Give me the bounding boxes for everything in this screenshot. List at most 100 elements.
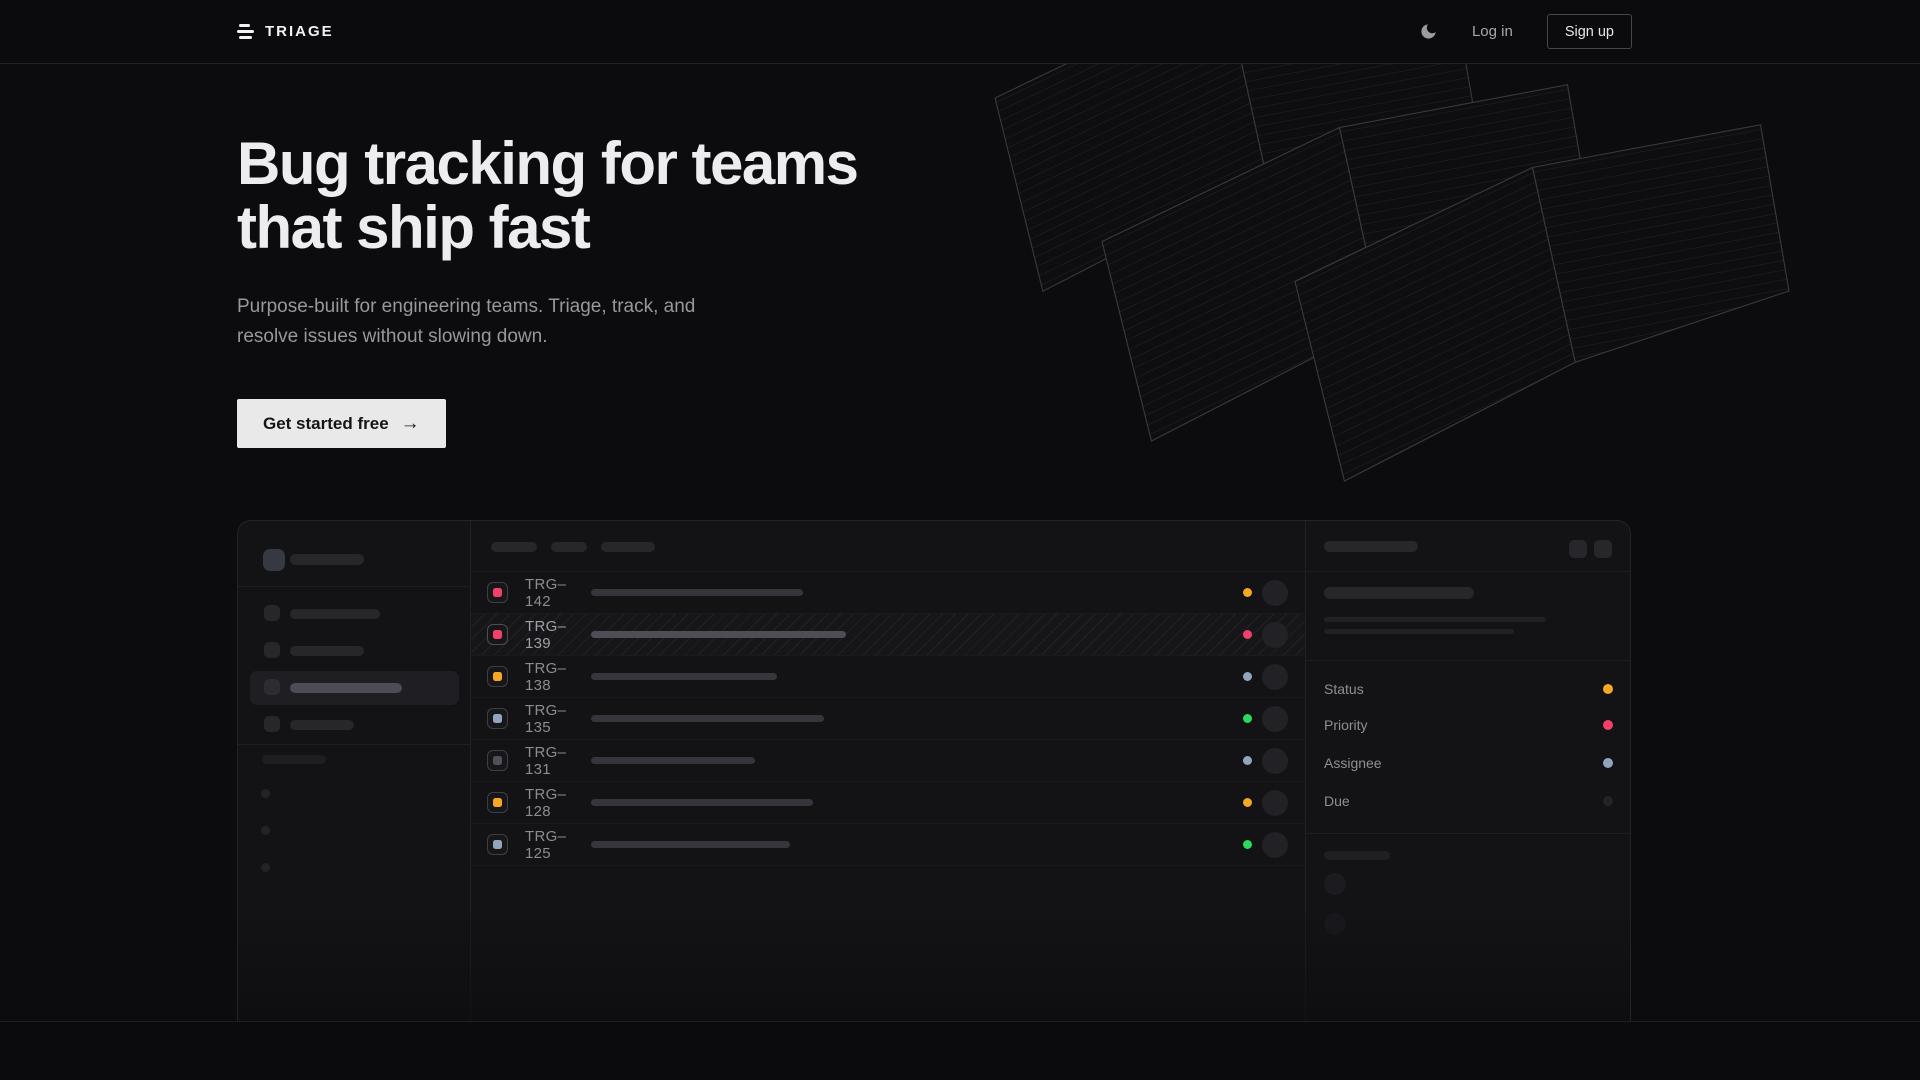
hero-subtitle: Purpose-built for engineering teams. Tri…: [237, 296, 696, 347]
priority-icon: [487, 708, 508, 729]
issue-row: TRG–131: [471, 740, 1305, 782]
field-value-dot: [1603, 796, 1613, 806]
status-dot: [1243, 714, 1252, 723]
list-bullet: [261, 826, 270, 835]
status-dot: [1243, 588, 1252, 597]
issue-row: TRG–125: [471, 824, 1305, 866]
status-dot: [1243, 756, 1252, 765]
issue-title-skeleton: [591, 757, 755, 764]
field-value-dot: [1603, 684, 1613, 694]
priority-icon: [487, 582, 508, 603]
panel-field-row: Priority: [1306, 715, 1630, 735]
footer-band: [0, 1023, 1920, 1080]
sidebar-nav-item: [238, 595, 471, 632]
field-value-dot: [1603, 720, 1613, 730]
theme-toggle-button[interactable]: [1419, 22, 1438, 41]
divider: [238, 744, 470, 745]
issue-id: TRG–135: [525, 701, 567, 736]
assignee-avatar: [1262, 663, 1288, 690]
nav-actions: Log in Sign up: [1419, 14, 1632, 49]
list-bullet: [261, 789, 270, 798]
issue-list-header: [471, 521, 1305, 572]
signup-button[interactable]: Sign up: [1546, 14, 1632, 49]
hero-title: Bug tracking for teams that ship fast: [237, 130, 859, 261]
login-link[interactable]: Log in: [1471, 23, 1513, 40]
issue-row: TRG–142: [471, 572, 1305, 614]
assignee-avatar: [1262, 747, 1288, 774]
issue-title-skeleton: [591, 841, 790, 848]
issue-row: TRG–138: [471, 656, 1305, 698]
nav-item-icon: [264, 642, 280, 658]
status-dot: [1243, 840, 1252, 849]
issue-id: TRG–131: [525, 743, 567, 778]
issue-id: TRG–125: [525, 827, 567, 862]
priority-icon: [487, 666, 508, 687]
issue-title-skeleton: [591, 589, 803, 596]
issue-id: TRG–139: [525, 617, 567, 652]
issue-id: TRG–128: [525, 785, 567, 820]
issue-row: TRG–128: [471, 782, 1305, 824]
description-line-skeleton: [1324, 617, 1546, 622]
sidebar-nav-item: [238, 706, 471, 743]
priority-icon: [487, 624, 508, 645]
comment-avatar: [1324, 913, 1346, 935]
nav-item-icon: [264, 679, 280, 695]
assignee-avatar: [1262, 621, 1288, 648]
workspace-name-skeleton: [290, 554, 364, 565]
priority-icon: [487, 792, 508, 813]
assignee-avatar: [1262, 579, 1288, 606]
issue-id: TRG–142: [525, 575, 567, 610]
panel-field-row: Due: [1306, 791, 1630, 811]
issue-id: TRG–138: [525, 659, 567, 694]
list-bullet: [261, 863, 270, 872]
panel-action-icon: [1569, 540, 1587, 558]
status-dot: [1243, 630, 1252, 639]
assignee-avatar: [1262, 831, 1288, 858]
comment-avatar: [1324, 873, 1346, 895]
top-nav: TRIAGE Log in Sign up: [0, 0, 1920, 64]
issue-row: TRG–139: [471, 614, 1305, 656]
priority-icon: [487, 750, 508, 771]
nav-item-icon: [264, 716, 280, 732]
issue-title-skeleton: [591, 631, 846, 638]
panel-header: [1306, 521, 1630, 572]
tab-skeleton: [491, 542, 537, 552]
panel-field-row: Assignee: [1306, 753, 1630, 773]
panel-title-skeleton: [1324, 541, 1418, 552]
brand-name: TRIAGE: [265, 23, 334, 40]
divider: [238, 586, 470, 587]
brand: TRIAGE: [237, 23, 334, 40]
priority-icon: [487, 834, 508, 855]
field-label: Status: [1324, 681, 1364, 697]
field-label: Assignee: [1324, 755, 1382, 771]
panel-action-icon: [1594, 540, 1612, 558]
get-started-label: Get started free: [263, 413, 389, 433]
issue-title-skeleton: [1324, 587, 1474, 599]
description-line-skeleton: [1324, 629, 1514, 634]
issue-row: TRG–135: [471, 698, 1305, 740]
mockup-sidebar: [238, 521, 471, 1021]
field-label: Due: [1324, 793, 1350, 809]
assignee-avatar: [1262, 789, 1288, 816]
arrow-right-icon: →: [400, 412, 420, 434]
workspace-avatar: [263, 549, 285, 571]
sidebar-nav-item-selected: [238, 669, 471, 706]
hero-title-line2: that ship fast: [237, 194, 591, 261]
section-label-skeleton: [262, 755, 326, 764]
triage-logo-icon: [237, 24, 254, 39]
hero-title-line1: Bug tracking for teams: [237, 130, 859, 197]
field-value-dot: [1603, 758, 1613, 768]
hero-section: Bug tracking for teams that ship fast Pu…: [0, 64, 1920, 1022]
tab-skeleton: [551, 542, 587, 552]
tab-skeleton: [601, 542, 655, 552]
divider: [1306, 660, 1630, 661]
status-dot: [1243, 798, 1252, 807]
issue-title-skeleton: [591, 673, 777, 680]
divider: [1306, 833, 1630, 834]
issue-title-skeleton: [591, 799, 813, 806]
nav-item-icon: [264, 605, 280, 621]
get-started-button[interactable]: Get started free →: [237, 399, 446, 448]
